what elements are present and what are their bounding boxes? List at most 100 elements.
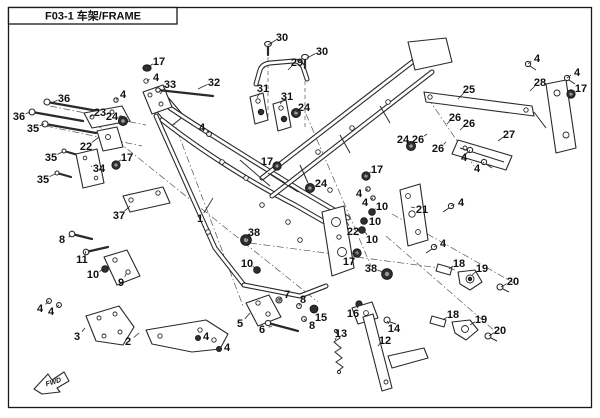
callout-label-22: 22 (80, 141, 92, 153)
callout-label-23: 23 (94, 107, 106, 119)
callout-32: 32 (197, 77, 220, 90)
callout-38: 38 (365, 263, 386, 275)
callout-9: 9 (118, 273, 127, 289)
callout-label-15: 15 (315, 312, 327, 324)
callout-6: 6 (259, 324, 273, 336)
main-frame (151, 37, 453, 299)
callout-label-19: 19 (476, 263, 488, 275)
callout-label-10: 10 (366, 234, 378, 246)
callout-17: 17 (365, 164, 383, 176)
callout-label-4: 4 (120, 89, 127, 101)
callout-4: 4 (474, 161, 485, 175)
callout-36: 36 (13, 111, 31, 123)
callout-label-10: 10 (87, 269, 99, 281)
grommets-24 (118, 108, 416, 193)
callout-label-38: 38 (248, 227, 260, 239)
callout-21: 21 (410, 204, 428, 216)
callout-25: 25 (457, 84, 475, 100)
callout-4: 4 (450, 197, 465, 209)
bracket-33 (142, 64, 173, 115)
callout-5: 5 (237, 312, 251, 330)
spring-13 (333, 328, 344, 375)
callout-label-4: 4 (458, 197, 465, 209)
bracket-5 (245, 294, 300, 333)
callout-label-26: 26 (412, 134, 424, 146)
pin-32 (155, 87, 215, 98)
callout-38: 38 (245, 227, 260, 240)
callout-label-4: 4 (362, 197, 369, 209)
callout-label-4: 4 (534, 53, 541, 65)
callout-17: 17 (570, 83, 587, 95)
diagram-title-box (7, 6, 178, 25)
left-bolts-36-35 (28, 98, 100, 179)
callout-label-9: 9 (118, 277, 124, 289)
fwd-arrow: FWD (33, 371, 70, 395)
callout-17: 17 (115, 152, 133, 164)
callout-label-4: 4 (461, 152, 468, 164)
callout-28: 28 (529, 77, 546, 92)
plate-34 (75, 148, 105, 189)
callout-26: 26 (446, 112, 461, 125)
callout-4: 4 (146, 72, 160, 84)
callout-label-21: 21 (416, 204, 428, 216)
callout-label-4: 4 (474, 163, 481, 175)
callout-label-27: 27 (503, 129, 515, 141)
callout-label-11: 11 (76, 254, 88, 266)
callout-20: 20 (488, 325, 506, 337)
callout-35: 35 (37, 173, 56, 186)
callout-label-4: 4 (574, 67, 581, 79)
callout-24: 24 (106, 111, 122, 123)
callout-label-5: 5 (237, 318, 243, 330)
stand-hardware (275, 296, 397, 325)
page-border (7, 6, 593, 409)
callout-31: 31 (279, 91, 293, 105)
bracket-2 (145, 319, 229, 353)
callout-label-34: 34 (93, 163, 106, 175)
callout-10: 10 (87, 268, 105, 281)
callout-22: 22 (346, 221, 359, 238)
callout-4: 4 (224, 342, 231, 354)
callout-label-4: 4 (203, 331, 210, 343)
callout-16: 16 (347, 304, 360, 320)
bolt-30-pair (264, 40, 309, 70)
callout-4: 4 (356, 188, 369, 200)
bracket-28 (545, 79, 577, 154)
callout-4: 4 (461, 149, 471, 164)
callout-12: 12 (377, 335, 391, 347)
callout-4: 4 (566, 67, 581, 79)
callout-19: 19 (471, 263, 488, 276)
callout-label-2: 2 (125, 336, 131, 348)
callout-35: 35 (45, 151, 63, 164)
callout-label-4: 4 (37, 303, 44, 315)
kickstand-12 (351, 301, 429, 392)
callout-24: 24 (397, 134, 411, 146)
callout-4: 4 (199, 122, 210, 134)
callout-29: 29 (287, 57, 303, 71)
callout-label-8: 8 (300, 294, 306, 306)
callout-label-24: 24 (106, 111, 119, 123)
callout-4: 4 (48, 304, 60, 318)
callout-label-20: 20 (507, 276, 519, 288)
callout-label-35: 35 (27, 123, 39, 135)
callout-label-28: 28 (534, 77, 546, 89)
callout-10: 10 (371, 201, 388, 213)
callout-label-26: 26 (463, 118, 475, 130)
callout-8: 8 (303, 318, 315, 332)
callout-11: 11 (76, 250, 88, 266)
callout-26: 26 (412, 133, 428, 146)
callout-label-20: 20 (494, 325, 506, 337)
callout-18: 18 (442, 309, 459, 321)
callout-label-17: 17 (343, 256, 355, 268)
callout-3: 3 (74, 327, 86, 343)
callout-24: 24 (295, 102, 311, 114)
callout-label-4: 4 (153, 72, 160, 84)
callout-label-37: 37 (113, 210, 125, 222)
bracket-31-pair (249, 92, 292, 132)
callout-4: 4 (203, 331, 210, 343)
callout-10: 10 (365, 216, 381, 228)
callout-14: 14 (386, 320, 401, 335)
callout-label-10: 10 (369, 216, 381, 228)
callout-4: 4 (37, 300, 50, 315)
callout-label-30: 30 (316, 46, 328, 58)
